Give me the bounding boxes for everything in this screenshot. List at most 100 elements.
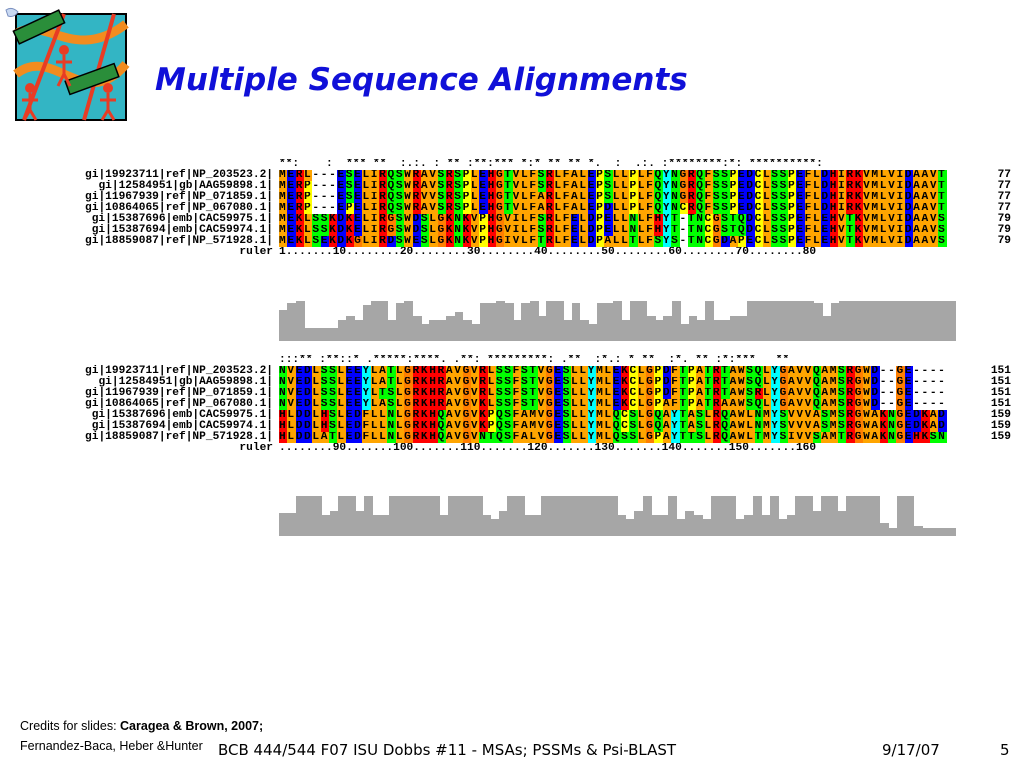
conservation-bar: [837, 510, 847, 536]
ruler-label: ruler: [239, 442, 273, 454]
conservation-bar: [668, 496, 678, 536]
conservation-bar: [805, 301, 815, 341]
conservation-bar: [338, 496, 348, 536]
conservation-bar: [421, 324, 430, 341]
conservation-bar: [571, 303, 581, 341]
conservation-bar: [579, 320, 589, 341]
conservation-bar: [431, 496, 441, 536]
conservation-bar: [405, 496, 415, 536]
sequence-length: 79: [997, 224, 1011, 236]
ruler-line: ........90.......100.......110.......120…: [279, 443, 817, 454]
consensus-line: **: : *** ** :.:. : ** :**:*** *:* ** **…: [279, 159, 823, 170]
conservation-bar: [845, 496, 855, 536]
conservation-bar: [312, 328, 322, 341]
conservation-bar: [688, 315, 698, 341]
conservation-bar: [370, 301, 380, 341]
conservation-bar: [532, 515, 542, 536]
sequence-length: 159: [990, 409, 1011, 421]
conservation-bar: [862, 496, 872, 536]
conservation-bar: [446, 315, 455, 341]
conservation-bar: [663, 315, 673, 341]
ruler-row: ruler 1.......10........20........30....…: [0, 246, 1011, 258]
conservation-bar: [930, 527, 940, 536]
conservation-bar: [279, 309, 288, 341]
sequence-length: 79: [997, 213, 1011, 225]
conservation-bar: [456, 496, 466, 536]
conservation-bar: [905, 496, 915, 536]
conservation-bar: [583, 496, 593, 536]
conservation-histogram-2: [279, 494, 957, 536]
conservation-bar: [738, 315, 748, 341]
conservation-bar: [905, 301, 915, 341]
conservation-bar: [354, 320, 364, 341]
conservation-bar: [772, 301, 781, 341]
footer-course: BCB 444/544 F07 ISU Dobbs #11 - MSAs; PS…: [218, 741, 677, 759]
conservation-bar: [504, 303, 514, 341]
sequence-length: 151: [990, 398, 1011, 410]
sequence-length: 77: [997, 180, 1011, 192]
conservation-bar: [696, 320, 706, 341]
conservation-bar: [838, 301, 848, 341]
sequence-id: gi|11967939|ref|NP_071859.1|: [85, 387, 273, 399]
conservation-bar: [437, 320, 447, 341]
conservation-bar: [566, 496, 576, 536]
conservation-bar: [604, 303, 614, 341]
sequence-id: gi|11967939|ref|NP_071859.1|: [85, 191, 273, 203]
conservation-bar: [889, 301, 898, 341]
sequence-length: 159: [990, 420, 1011, 432]
conservation-bar: [922, 527, 932, 536]
conservation-bar: [680, 324, 690, 341]
conservation-bar: [396, 303, 405, 341]
conservation-bar: [387, 320, 397, 341]
conservation-bar: [482, 515, 492, 536]
conservation-bar: [362, 305, 372, 341]
conservation-bar: [630, 301, 639, 341]
conservation-bar: [747, 301, 756, 341]
conservation-bar: [465, 496, 475, 536]
conservation-bar: [797, 301, 807, 341]
ruler-row: ruler ........90.......100.......110....…: [0, 442, 1011, 454]
conservation-bar: [730, 315, 740, 341]
conservation-bar: [439, 515, 449, 536]
conservation-bar: [847, 301, 857, 341]
conservation-bar: [507, 496, 517, 536]
conservation-bar: [786, 515, 796, 536]
conservation-bar: [939, 301, 949, 341]
slide-credits: Credits for slides: Caragea & Brown, 200…: [20, 716, 263, 756]
conservation-bar: [538, 315, 547, 341]
conservation-bar: [295, 301, 305, 341]
conservation-bar: [529, 301, 539, 341]
conservation-bar: [295, 496, 305, 536]
conservation-bar: [812, 510, 822, 536]
sequence-id: gi|10864065|ref|NP_067080.1|: [85, 202, 273, 214]
footer-page-number: 5: [1000, 741, 1010, 759]
sequence-length: 151: [990, 387, 1011, 399]
conservation-bar: [287, 303, 297, 341]
conservation-bar: [554, 301, 564, 341]
conservation-bar: [412, 315, 422, 341]
conservation-bar: [546, 301, 556, 341]
conservation-bar: [897, 301, 907, 341]
conservation-bar: [830, 303, 840, 341]
conservation-bar: [735, 519, 745, 536]
conservation-bar: [462, 320, 472, 341]
credits-line-2: Fernandez-Baca, Heber &Hunter: [20, 739, 203, 753]
conservation-bar: [609, 496, 618, 536]
conservation-bar: [337, 320, 347, 341]
conservation-bar: [761, 515, 771, 536]
conservation-bar: [563, 320, 573, 341]
